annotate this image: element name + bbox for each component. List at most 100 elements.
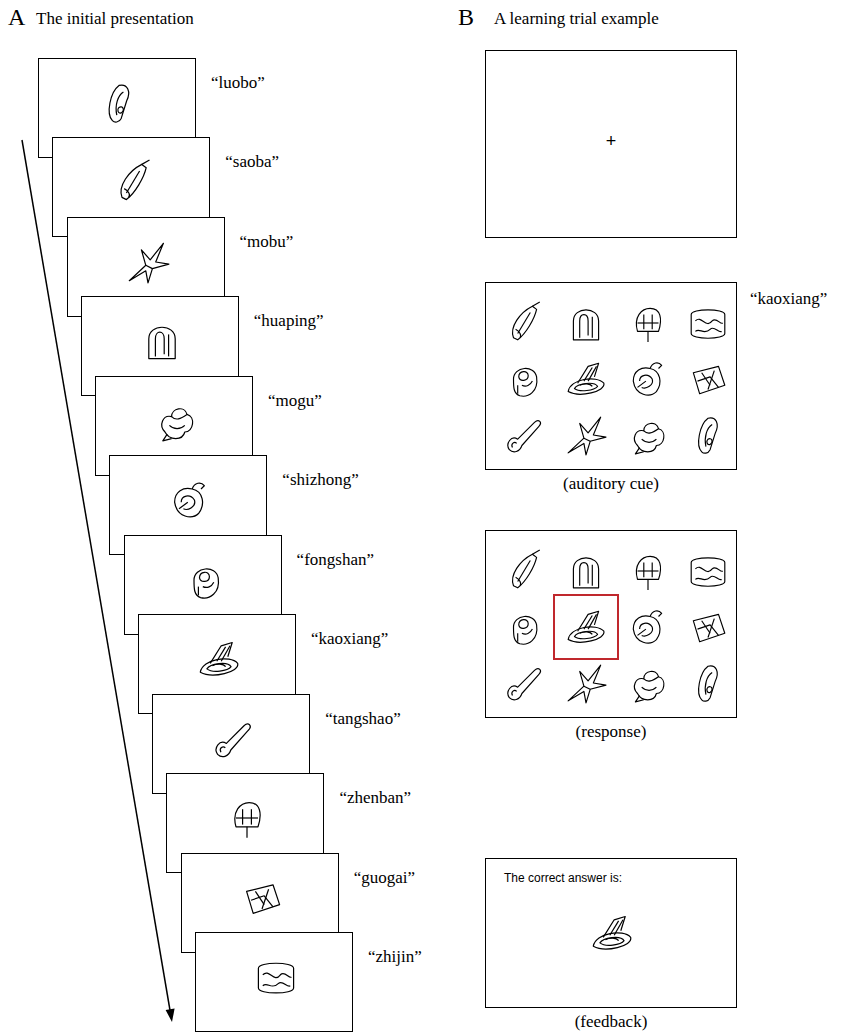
novel-object-drawing — [111, 160, 155, 204]
fixation-cross: + — [486, 131, 736, 152]
drawing-stroke — [588, 366, 596, 381]
drawing-stroke — [705, 425, 712, 447]
drawing-stroke — [603, 917, 625, 938]
drawing-stroke — [578, 611, 599, 631]
feedback-text: The correct answer is: — [504, 871, 622, 885]
drawing-stroke — [699, 418, 718, 453]
drawing-stroke — [258, 963, 293, 993]
novel-object-drawing — [140, 319, 184, 363]
drawing-stroke — [708, 371, 714, 390]
novel-object-drawing — [254, 955, 298, 999]
drawing-stroke — [568, 379, 604, 394]
drawing-stroke — [512, 691, 517, 696]
novel-object-drawing — [687, 302, 729, 344]
drawing-stroke — [600, 938, 624, 946]
drawing-stroke — [702, 621, 710, 634]
drawing-stroke — [522, 629, 533, 634]
novel-object-drawing — [503, 550, 545, 592]
trial-screen: The correct answer is:(feedback) — [485, 858, 737, 1008]
word-label: “guogai” — [354, 868, 415, 888]
drawing-stroke — [235, 803, 260, 827]
drawing-stroke — [179, 502, 188, 509]
drawing-stroke — [532, 550, 539, 554]
drawing-stroke — [169, 425, 184, 428]
drawing-stroke — [175, 489, 203, 517]
drawing-stroke — [638, 322, 659, 323]
novel-object-drawing — [503, 606, 545, 648]
drawing-stroke — [155, 333, 164, 357]
drawing-stroke — [705, 673, 712, 695]
panel-title: A learning trial example — [494, 9, 659, 29]
drawing-stroke — [614, 920, 623, 935]
drawing-stroke — [517, 633, 518, 641]
novel-object-drawing — [168, 478, 212, 522]
drawing-stroke — [210, 643, 232, 664]
drawing-stroke — [220, 747, 225, 752]
novel-object-drawing — [627, 302, 669, 344]
drawing-stroke — [127, 171, 140, 193]
panel-title: The initial presentation — [36, 9, 194, 29]
drawing-stroke — [643, 563, 644, 578]
novel-object-drawing — [627, 606, 669, 648]
drawing-stroke — [578, 363, 599, 383]
drawing-stroke — [592, 317, 593, 338]
novel-object-drawing — [687, 606, 729, 648]
novel-object-drawing — [565, 606, 607, 648]
drawing-stroke — [242, 809, 243, 824]
drawing-stroke — [580, 315, 588, 338]
drawing-stroke — [532, 302, 539, 306]
word-label: “mobu” — [240, 232, 294, 252]
drawing-stroke — [236, 817, 258, 818]
drawing-stroke — [636, 556, 660, 579]
trial-screen: + — [485, 50, 737, 238]
drawing-stroke — [514, 616, 537, 644]
drawing-stroke — [193, 483, 205, 489]
novel-object-drawing — [197, 637, 241, 681]
drawing-stroke — [644, 677, 659, 681]
drawing-stroke — [584, 615, 592, 629]
drawing-stroke — [145, 265, 152, 268]
drawing-stroke — [163, 434, 172, 441]
drawing-stroke — [634, 423, 663, 451]
drawing-stroke — [247, 827, 248, 838]
drawing-stroke — [221, 646, 230, 661]
word-label: “shizhong” — [282, 470, 358, 490]
drawing-stroke — [693, 614, 725, 641]
drawing-stroke — [518, 313, 531, 334]
selection-box — [553, 594, 619, 660]
drawing-stroke — [708, 619, 714, 638]
drawing-stroke — [573, 558, 598, 588]
time-arrow-head — [166, 1009, 175, 1023]
drawing-stroke — [508, 421, 540, 452]
drawing-stroke — [516, 577, 521, 585]
novel-object-drawing — [687, 358, 729, 400]
drawing-stroke — [142, 160, 150, 164]
drawing-stroke — [633, 368, 660, 395]
drawing-stroke — [635, 448, 643, 454]
drawing-stroke — [592, 565, 593, 586]
drawing-stroke — [644, 429, 659, 433]
word-label: “zhijin” — [368, 947, 422, 967]
drawing-stroke — [194, 569, 218, 598]
drawing-stroke — [610, 921, 619, 935]
word-label: “fongshan” — [297, 550, 374, 570]
drawing-stroke — [172, 414, 187, 419]
drawing-stroke — [584, 438, 590, 441]
auditory-word: “kaoxiang” — [750, 289, 827, 309]
screen-caption: (feedback) — [486, 1012, 736, 1032]
novel-object-drawing — [503, 358, 545, 400]
drawing-stroke — [695, 319, 722, 323]
novel-object-drawing — [627, 358, 669, 400]
drawing-stroke — [707, 439, 712, 445]
drawing-stroke — [650, 363, 662, 369]
word-label: “zhenban” — [339, 788, 411, 808]
drawing-stroke — [568, 665, 606, 703]
panel-letter: A — [8, 4, 25, 31]
drawing-stroke — [512, 443, 517, 448]
drawing-stroke — [638, 629, 646, 635]
word-label: “saoba” — [225, 152, 279, 172]
drawing-stroke — [695, 567, 722, 571]
drawing-stroke — [652, 563, 653, 578]
novel-object-drawing — [503, 414, 545, 456]
novel-object-drawing — [503, 662, 545, 704]
